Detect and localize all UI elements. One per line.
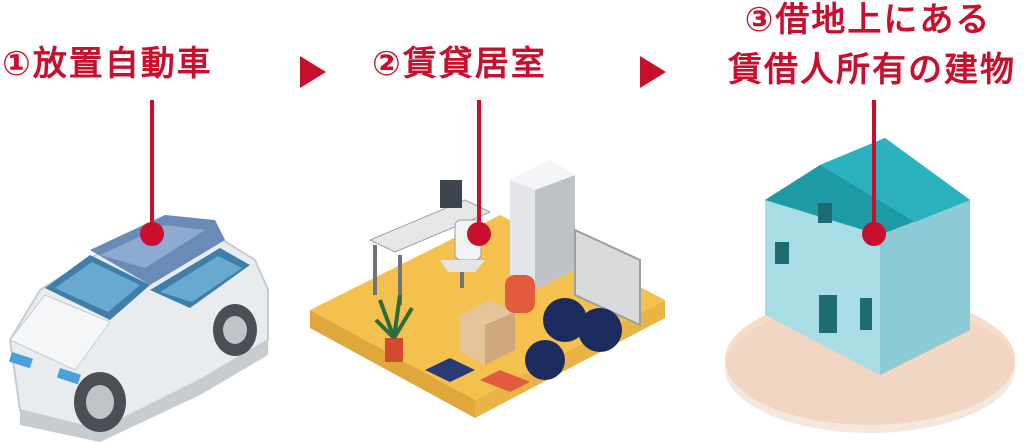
pin-line-car	[150, 100, 154, 234]
pin-line-house	[872, 100, 876, 234]
step-arrow-1	[300, 56, 326, 88]
step2-label: ②賃貸居室	[372, 44, 547, 84]
room-illustration	[310, 160, 665, 418]
step1-label: ①放置自動車	[2, 44, 213, 84]
pin-dot-car	[140, 222, 164, 246]
step3-label-line2: 賃借人所有の建物	[728, 50, 1016, 90]
pin-line-room	[477, 100, 481, 234]
step3-label-line1: ③借地上にある	[744, 0, 992, 40]
pin-dot-house	[862, 222, 886, 246]
step-arrow-2	[640, 56, 666, 88]
pin-dot-room	[467, 222, 491, 246]
car-illustration	[8, 215, 269, 442]
house-illustration	[725, 138, 1015, 433]
